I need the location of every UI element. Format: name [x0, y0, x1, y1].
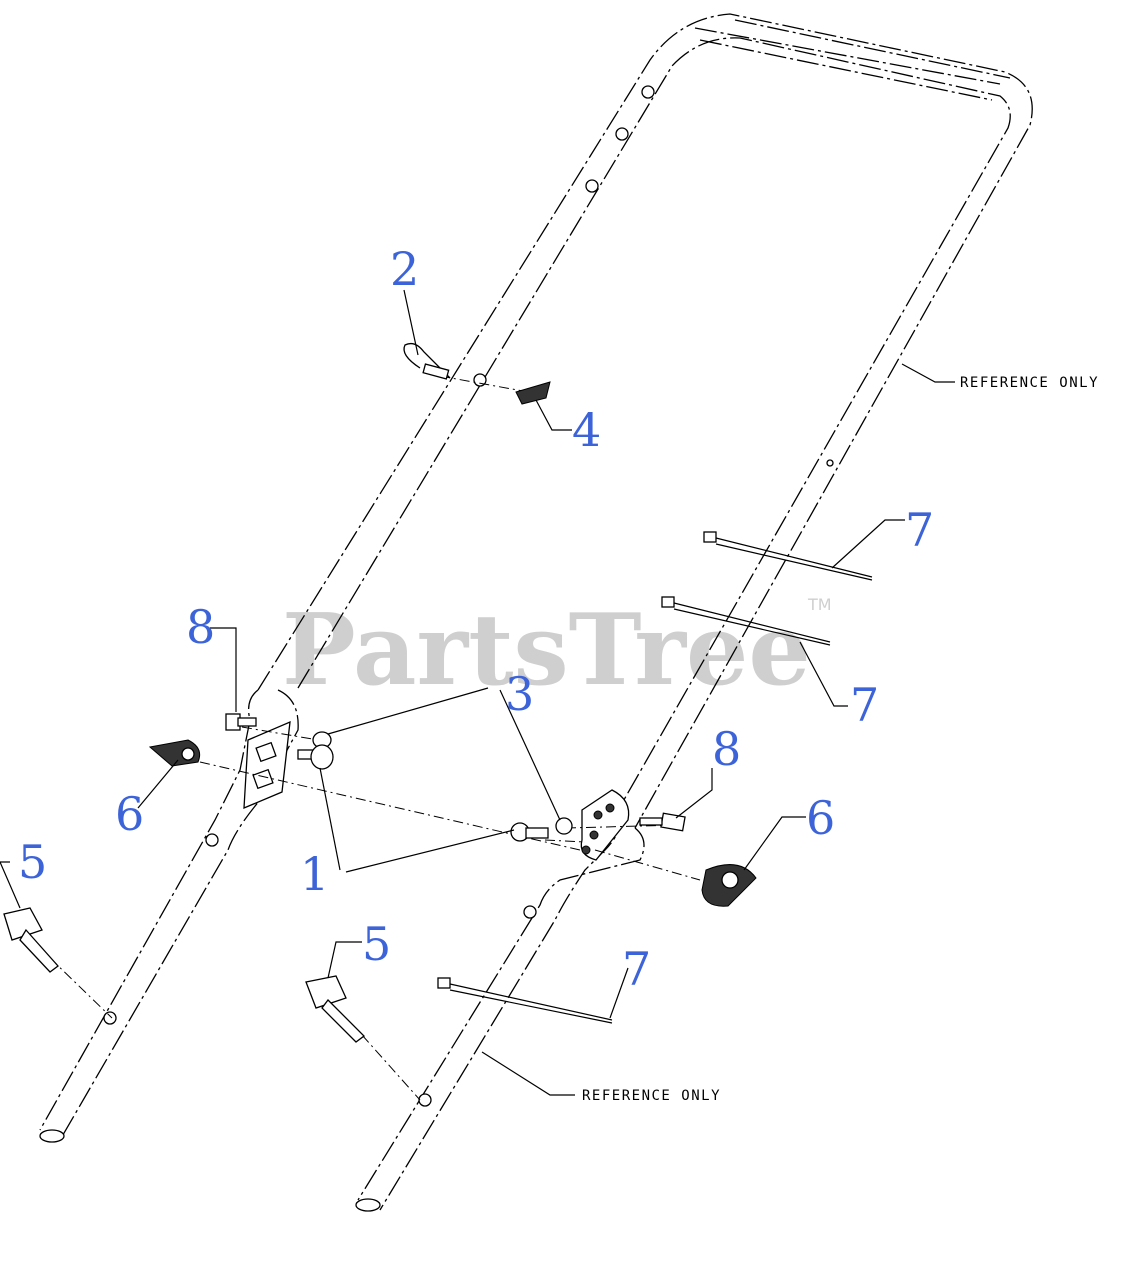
callout-2: 2: [390, 242, 419, 296]
cable-tie-upper: [703, 531, 873, 581]
watermark-trademark: TM: [807, 595, 832, 614]
handle-hole: [523, 905, 537, 919]
cable-guide-hook: [403, 342, 451, 380]
callout-1: 1: [300, 847, 329, 901]
bolt-left: [225, 713, 257, 731]
knob-left: [148, 739, 201, 767]
upper-handle: [257, 13, 1033, 829]
handle-hole: [615, 127, 629, 141]
callout-7-upper: 7: [905, 503, 934, 557]
callout-6-right: 6: [806, 791, 835, 845]
handle-hole: [641, 85, 655, 99]
watermark-text: PartsTree: [282, 593, 811, 708]
cable-tie-lower: [437, 977, 613, 1024]
callout-7-middle: 7: [850, 678, 879, 732]
handle-hole: [205, 833, 219, 847]
callout-8-right: 8: [712, 722, 741, 776]
callout-8-left: 8: [186, 600, 215, 654]
carriage-bolt-left: [297, 744, 334, 770]
handle-hole: [473, 373, 487, 387]
callout-7-lower: 7: [622, 942, 651, 996]
shoulder-knob-left: [3, 907, 59, 973]
cable-tie-middle: [661, 596, 831, 646]
right-pivot-bracket: [580, 789, 630, 861]
callout-6-left: 6: [115, 787, 144, 841]
callout-5-left: 5: [18, 835, 47, 889]
callout-5-center: 5: [362, 917, 391, 971]
reference-only-upper: REFERENCE ONLY: [960, 375, 1099, 391]
handle-hole: [103, 1011, 117, 1025]
callout-3: 3: [505, 667, 534, 721]
handle-hole: [418, 1093, 432, 1107]
bolt-right: [639, 812, 686, 832]
knob-right: [701, 864, 757, 907]
carriage-bolt-right: [510, 822, 549, 842]
reference-only-lower: REFERENCE ONLY: [582, 1088, 721, 1104]
left-pivot-bracket: [243, 720, 291, 810]
wing-nut: [515, 381, 551, 405]
callout-4: 4: [572, 403, 601, 457]
lower-right-tube: [355, 811, 645, 1212]
handle-hole: [585, 179, 599, 193]
shoulder-knob-center: [305, 975, 365, 1043]
nut-right: [555, 817, 573, 835]
handle-hole: [826, 459, 834, 467]
